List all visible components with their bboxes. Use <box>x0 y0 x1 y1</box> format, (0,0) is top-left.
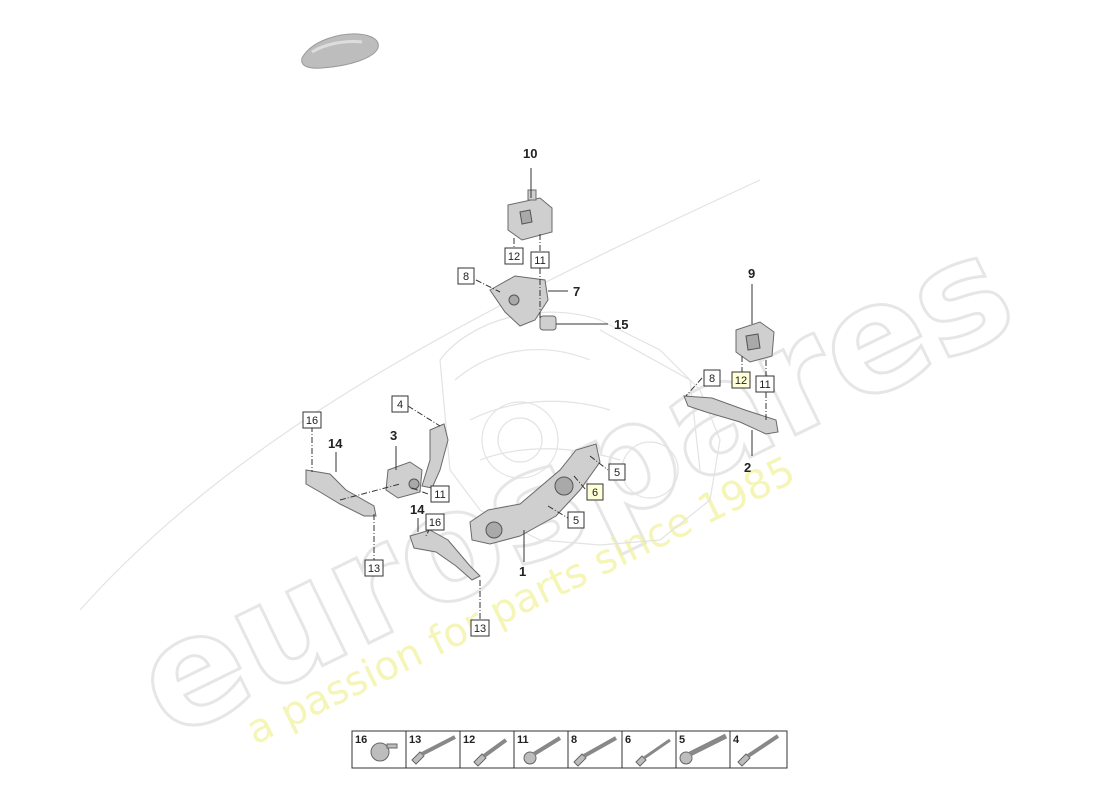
flange-bolt-icon <box>679 733 728 765</box>
legend-item-5: 5 <box>679 733 728 765</box>
callout-15: 15 <box>614 317 628 332</box>
svg-text:5: 5 <box>573 515 579 527</box>
watermark-swoosh <box>79 179 761 611</box>
engine-mount-9 <box>735 321 775 363</box>
box-8-top: 8 <box>457 267 475 285</box>
engine-mount-3 <box>385 461 423 499</box>
box-13-bottom: 13 <box>470 619 490 637</box>
boxed-references: 12 11 8 8 12 11 4 16 5 11 6 16 5 13 13 <box>302 247 775 637</box>
svg-text:6: 6 <box>625 734 631 746</box>
callout-1: 1 <box>519 564 526 579</box>
svg-text:4: 4 <box>397 399 403 411</box>
legend-item-11: 11 <box>517 734 562 765</box>
nut-icon <box>370 742 398 762</box>
bracket-2 <box>683 395 779 435</box>
bolt-icon <box>635 738 671 767</box>
svg-text:11: 11 <box>759 379 770 391</box>
svg-text:11: 11 <box>434 489 445 501</box>
car-icon <box>301 33 379 69</box>
box-5-upper: 5 <box>608 463 626 481</box>
bolt-icon <box>411 735 456 765</box>
callout-7: 7 <box>573 284 580 299</box>
legend-item-13: 13 <box>409 734 456 765</box>
box-11-right: 11 <box>755 375 775 393</box>
callout-9: 9 <box>748 266 755 281</box>
callout-2: 2 <box>744 460 751 475</box>
box-16-left: 16 <box>302 411 322 429</box>
bracket-14-lower <box>409 529 481 581</box>
svg-text:13: 13 <box>409 734 421 746</box>
svg-text:16: 16 <box>306 415 318 427</box>
box-13-left: 13 <box>364 559 384 577</box>
callout-10: 10 <box>523 146 537 161</box>
svg-text:16: 16 <box>429 517 441 529</box>
svg-text:12: 12 <box>508 251 520 263</box>
svg-text:4: 4 <box>733 734 740 746</box>
bracket-7 <box>489 275 549 327</box>
svg-text:12: 12 <box>463 734 475 746</box>
leader-lines <box>311 168 767 620</box>
fastener-legend: 16 13 12 11 <box>351 730 788 769</box>
legend-item-12: 12 <box>463 734 508 767</box>
box-16-mid: 16 <box>425 513 445 531</box>
box-11-mid: 11 <box>430 485 450 503</box>
bracket-14-upper <box>305 469 377 517</box>
legend-item-6: 6 <box>625 734 671 767</box>
svg-text:11: 11 <box>517 734 529 746</box>
bolt-icon <box>573 736 617 767</box>
engine-mount-10 <box>507 189 553 241</box>
legend-item-16: 16 <box>355 734 398 762</box>
transmission-ghost <box>439 311 721 546</box>
legend-item-4: 4 <box>733 734 780 767</box>
callout-14-upper: 14 <box>328 436 343 451</box>
box-8-right: 8 <box>703 369 721 387</box>
bolt-icon <box>737 734 780 767</box>
box-11-top: 11 <box>530 251 550 269</box>
svg-text:5: 5 <box>679 734 685 746</box>
box-6: 6 <box>586 483 604 501</box>
svg-text:5: 5 <box>614 467 620 479</box>
crossmember-1 <box>469 443 601 545</box>
bolt-icon <box>473 738 508 767</box>
legend-item-8: 8 <box>571 734 617 767</box>
bush-15 <box>539 315 557 331</box>
svg-text:8: 8 <box>463 271 469 283</box>
box-12-top: 12 <box>504 247 524 265</box>
callouts: 10 7 15 9 2 3 14 14 1 <box>328 146 755 579</box>
box-5-lower: 5 <box>567 511 585 529</box>
svg-text:16: 16 <box>355 734 367 746</box>
flange-bolt-icon <box>523 736 562 765</box>
box-4: 4 <box>391 395 409 413</box>
svg-text:6: 6 <box>592 487 598 499</box>
svg-text:12: 12 <box>735 375 747 387</box>
callout-3: 3 <box>390 428 397 443</box>
box-12-right: 12 <box>731 371 751 389</box>
svg-text:13: 13 <box>368 563 380 575</box>
callout-14-lower: 14 <box>410 502 425 517</box>
svg-text:11: 11 <box>534 255 545 267</box>
svg-text:13: 13 <box>474 623 486 635</box>
support-arm-4 <box>421 423 449 489</box>
svg-text:8: 8 <box>709 373 715 385</box>
svg-text:8: 8 <box>571 734 577 746</box>
